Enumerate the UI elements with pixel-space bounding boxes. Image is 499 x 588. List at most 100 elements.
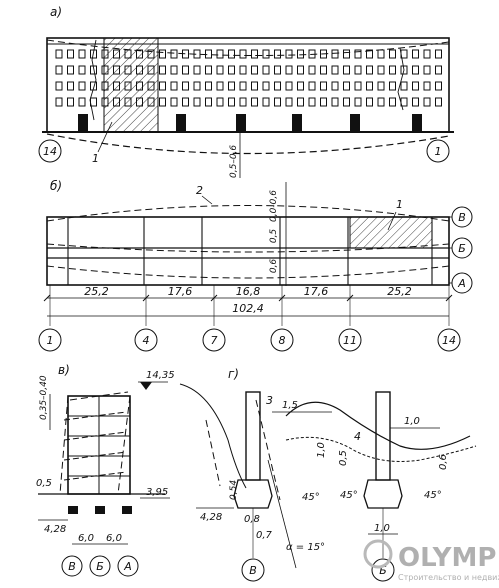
dim-1-0-top: 1,0	[404, 416, 420, 427]
facade-entrance	[236, 114, 246, 132]
facade-crack-left	[89, 39, 97, 121]
plan-span-label: 25,2	[84, 285, 109, 298]
facade-window	[377, 65, 385, 75]
angle-alpha: α = 15°	[286, 542, 325, 553]
facade-window	[435, 97, 442, 107]
plan-deflection-curve-2	[46, 205, 450, 222]
section-footing-b	[95, 506, 105, 514]
facade-window	[159, 81, 166, 91]
level-3-95: 3,95	[146, 487, 168, 498]
facade-window	[400, 65, 408, 75]
facade-window	[331, 81, 339, 91]
facade-window	[343, 65, 350, 75]
facade-window	[67, 49, 74, 59]
dim-0-6-right: 0,6	[438, 454, 449, 470]
level-4-28-g: 4,28	[200, 512, 222, 523]
facade-window	[274, 65, 281, 75]
plan-row-axes: ВБА	[449, 206, 473, 294]
facade-entrance	[78, 114, 88, 132]
axis-label-v-g: В	[249, 564, 257, 577]
section-floor-tilted	[63, 411, 127, 421]
plan-row-axis-bubble	[451, 272, 473, 294]
plan-col-axis-label: 11	[343, 334, 357, 347]
plan-hatched-section	[349, 216, 433, 249]
facade-window	[274, 97, 281, 107]
dim-1-0-bottom: 1,0	[374, 523, 390, 534]
dim-0-8: 0,8	[244, 514, 260, 525]
plan-col-axis-label: 1	[47, 334, 54, 347]
facade-window	[354, 49, 362, 59]
facade-crack-right	[397, 47, 405, 111]
panel-b-label: б)	[50, 179, 62, 193]
panel-g-label: г)	[228, 367, 239, 381]
ground-surface-lower	[285, 436, 477, 462]
plan-deflection-curve-bottom	[46, 265, 450, 279]
facade-window	[239, 65, 247, 75]
facade-window	[354, 81, 362, 91]
facade-entrance	[412, 114, 422, 132]
facade-window	[205, 97, 212, 107]
facade-window	[412, 65, 419, 75]
facade-window	[78, 81, 86, 91]
facade-window	[343, 97, 350, 107]
facade-window	[170, 65, 178, 75]
section-floors	[63, 411, 130, 481]
axis-label-14-a: 14	[43, 145, 57, 158]
panel-g-foundations: г) 1,5 3 1,0 0,5 4 1,0 0,6 0,54 4,28 0,8…	[179, 367, 477, 582]
facade-window	[308, 65, 316, 75]
facade-window	[423, 97, 431, 107]
facade-window	[377, 81, 385, 91]
facade-window	[159, 49, 166, 59]
facade-window	[182, 97, 189, 107]
plan-dim-0-5: 0,5	[269, 229, 279, 244]
callout-leader-2-b	[201, 195, 213, 205]
facade-window	[239, 97, 247, 107]
facade-window	[320, 81, 327, 91]
plan-row-axis-bubble	[451, 237, 473, 259]
section-floor-tilted	[63, 431, 127, 441]
facade-window	[216, 49, 224, 59]
section-axis-bubble	[117, 555, 139, 577]
section-dim-top: 0,35–0,40	[39, 375, 49, 420]
facade-window	[55, 65, 63, 75]
facade-window	[262, 97, 270, 107]
alpha-angle-line	[267, 459, 297, 569]
facade-deformation-top	[46, 39, 450, 57]
facade-window	[251, 49, 258, 59]
facade-window	[308, 81, 316, 91]
facade-window	[182, 81, 189, 91]
section-axis-label: Б	[96, 560, 104, 573]
level-triangle-top	[140, 382, 152, 390]
plan-row-axis-label: В	[458, 211, 466, 224]
footing-b	[363, 479, 403, 509]
facade-window	[228, 97, 235, 107]
callout-4: 4	[354, 430, 361, 443]
facade-window	[159, 65, 166, 75]
axis-label-1-a: 1	[435, 145, 442, 158]
facade-window	[228, 49, 235, 59]
section-footing-v	[68, 506, 78, 514]
facade-window	[78, 97, 86, 107]
facade-window	[423, 65, 431, 75]
facade-window	[205, 65, 212, 75]
plan-total-length: 102,4	[232, 302, 264, 315]
facade-window	[170, 49, 178, 59]
facade-window	[343, 49, 350, 59]
callout-2-b: 2	[196, 184, 203, 197]
facade-window	[239, 81, 247, 91]
plan-dim-0-0-6: 0,0-0,6	[269, 190, 279, 222]
facade-window	[308, 97, 316, 107]
angle-45-a: 45°	[302, 492, 320, 503]
angle-45-b: 45°	[340, 490, 358, 501]
panel-a-label: а)	[50, 5, 62, 19]
plan-deflection-curve-mid	[46, 243, 450, 253]
facade-window	[90, 49, 97, 59]
column-b	[375, 391, 391, 481]
dim-1-5: 1,5	[282, 400, 298, 411]
section-axis-bubble	[61, 555, 83, 577]
facade-window	[251, 65, 258, 75]
facade-window	[285, 81, 293, 91]
facade-window	[228, 81, 235, 91]
plan-span-tick	[43, 294, 51, 302]
